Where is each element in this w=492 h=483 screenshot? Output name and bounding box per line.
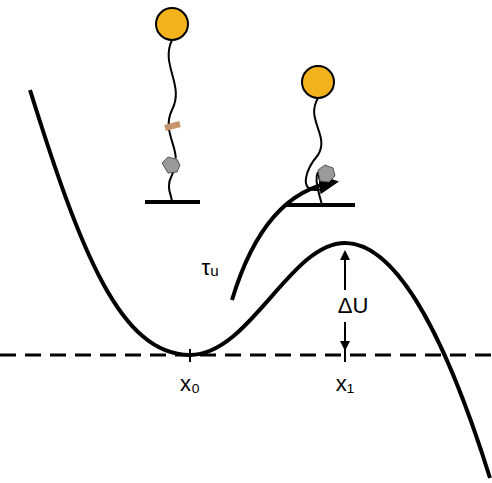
- barrier-label: ΔU: [336, 295, 371, 317]
- barrier-arrow: [344, 252, 346, 290]
- baseline: [0, 354, 492, 357]
- molecule-bound: [285, 66, 355, 205]
- barrier-arrow: [344, 322, 346, 349]
- position-label: x₀: [180, 373, 200, 395]
- potential-curve: [30, 90, 490, 478]
- tick: [344, 349, 346, 362]
- position-label: x₁: [336, 373, 354, 395]
- rate-label: τᵤ: [201, 257, 218, 279]
- molecule-open: [145, 8, 200, 202]
